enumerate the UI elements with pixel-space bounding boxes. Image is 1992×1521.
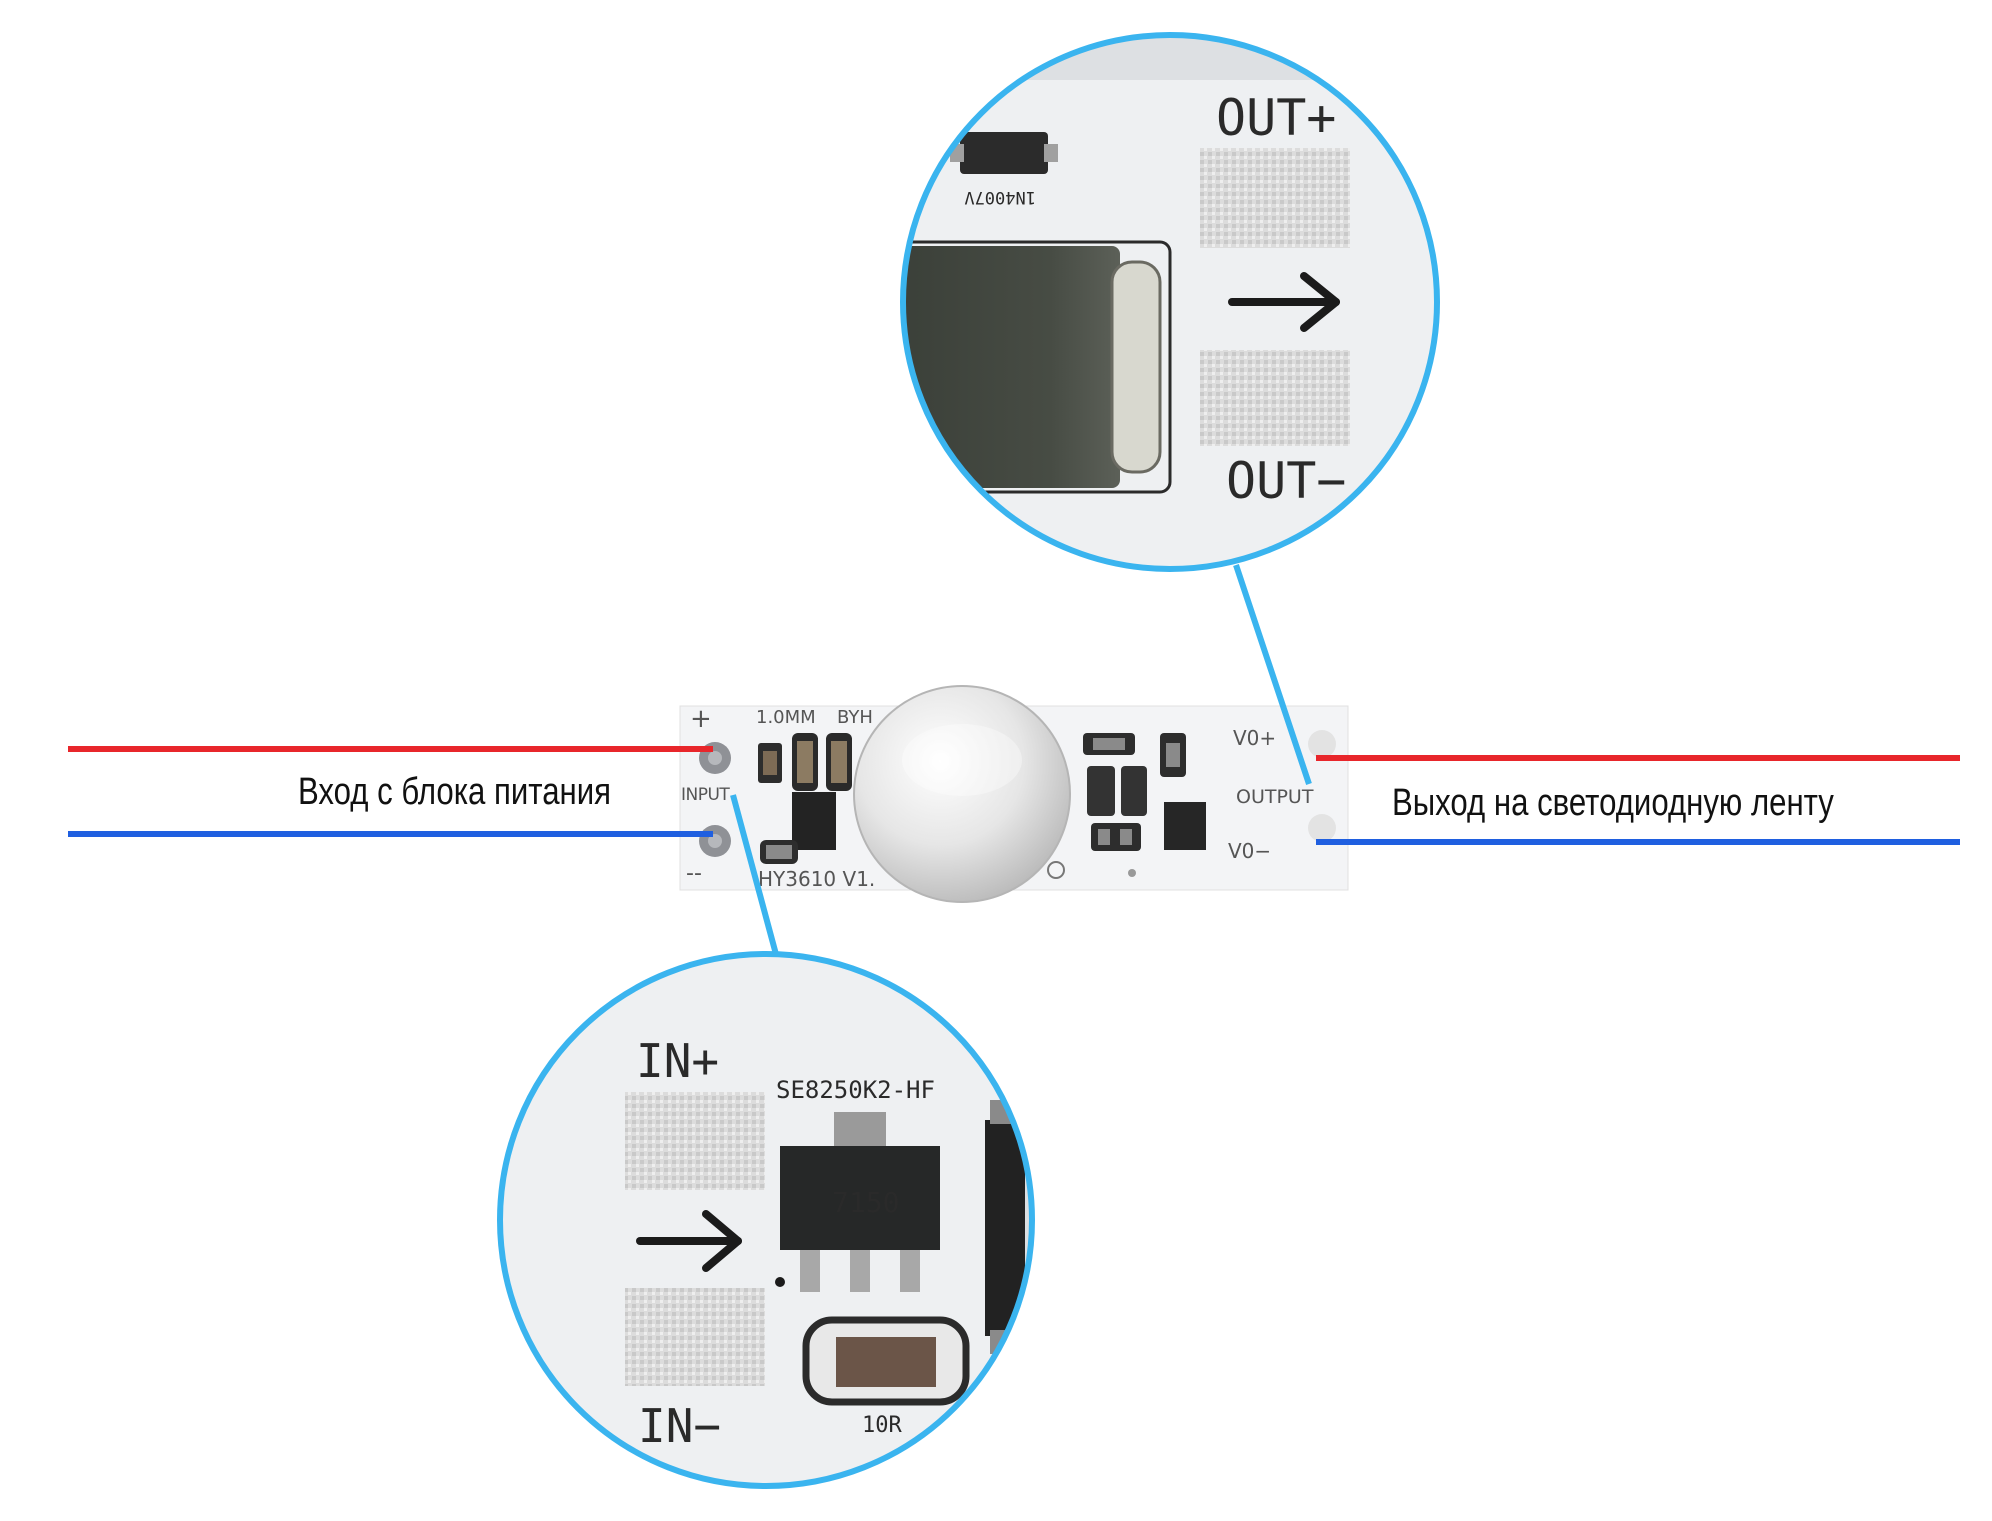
input-zoom-pad-minus xyxy=(625,1288,765,1386)
wires xyxy=(68,746,1960,845)
board-vo-plus-mark: V0+ xyxy=(1233,726,1276,750)
input-zoom-callout: 7150 10R SE8250K2-HF IN+ IN− xyxy=(497,951,1035,1489)
output-plus-hole xyxy=(1308,730,1336,758)
board-brand-mark: BYH xyxy=(837,707,873,728)
board-model-mark: HY3610 V1. xyxy=(758,867,875,891)
output-zoom-out-plus: OUT+ xyxy=(1216,89,1336,147)
input-zoom-arrow-icon xyxy=(636,1210,742,1272)
input-label: Вход с блока питания xyxy=(298,771,612,813)
output-callout-line xyxy=(1233,564,1312,785)
input-zoom-in-plus: IN+ xyxy=(636,1034,719,1088)
input-zoom-in-minus: IN− xyxy=(638,1399,721,1453)
transistor xyxy=(1164,802,1206,850)
input-zoom-ic-mark: 7150 xyxy=(832,1186,899,1219)
board-output-mark: OUTPUT xyxy=(1236,786,1314,808)
board-plus-mark: + xyxy=(690,704,712,734)
output-zoom-pad-plus xyxy=(1200,148,1350,248)
input-zoom-regulator-chip xyxy=(780,1146,940,1250)
input-zoom-res-mark: 10R xyxy=(862,1413,902,1438)
board-input-mark: INPUT xyxy=(681,785,730,805)
output-zoom-pad-minus xyxy=(1200,350,1350,446)
board-size-mark: 1.0MM xyxy=(756,707,816,728)
output-zoom-arrow-icon xyxy=(1228,272,1340,332)
board-minus-mark: -- xyxy=(686,861,702,886)
output-label: Выход на светодиодную ленту xyxy=(1392,782,1834,824)
board-vo-minus-mark: V0− xyxy=(1228,839,1271,863)
output-zoom-callout: 1N4007V OUT+ OUT− xyxy=(900,32,1440,572)
pir-sensor-lens xyxy=(853,685,1071,903)
input-zoom-resistor xyxy=(836,1337,936,1387)
output-zoom-diode-mark: 1N4007V xyxy=(964,187,1036,207)
regulator-chip xyxy=(792,792,836,850)
input-callout-line xyxy=(730,794,780,959)
input-zoom-part-mark: SE8250K2-HF xyxy=(776,1076,935,1104)
input-zoom-pad-plus xyxy=(625,1092,765,1190)
pcb-board: + INPUT -- 1.0MM BYH HY3610 V1. V0+ OUTP… xyxy=(679,685,1349,903)
output-zoom-out-minus: OUT− xyxy=(1226,452,1346,510)
output-minus-hole xyxy=(1308,814,1336,842)
